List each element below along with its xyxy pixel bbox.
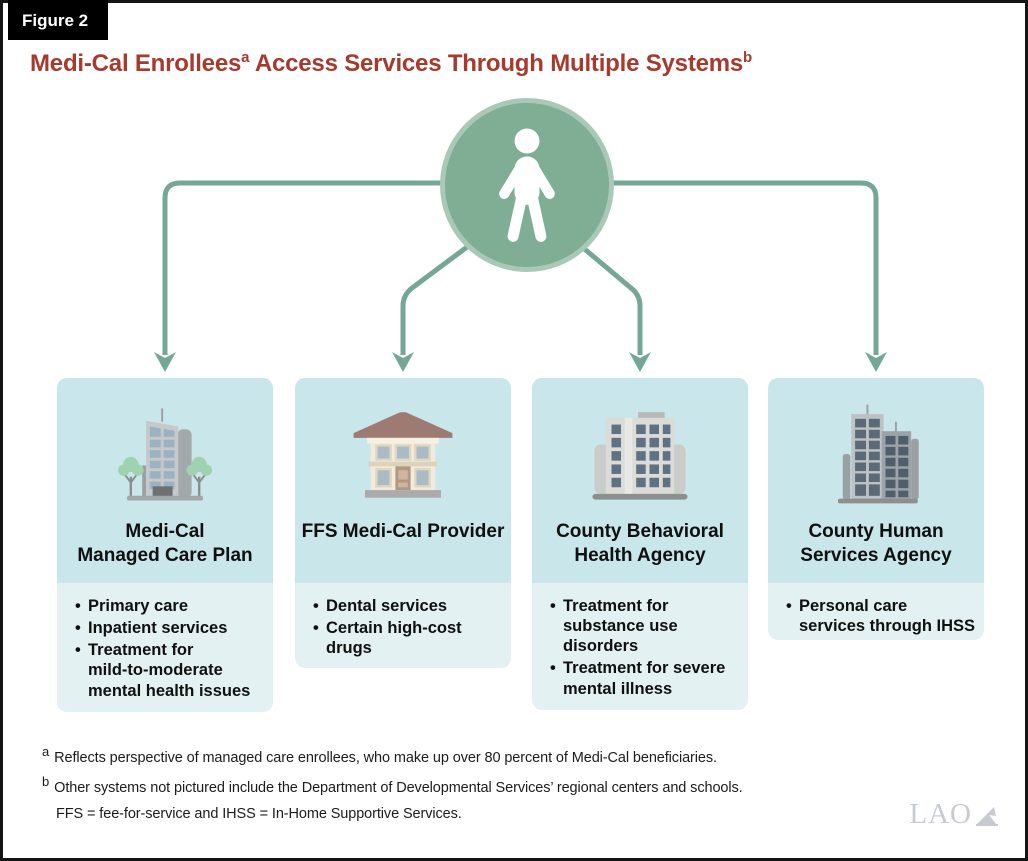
service-item: Certain high-cost drugs: [313, 618, 503, 658]
civic-building-icon: [353, 412, 453, 498]
twin-towers-icon: [838, 404, 919, 504]
system-title: County Behavioral Health Agency: [556, 521, 724, 566]
system-card-ffs-provider: FFS Medi-Cal Provider Dental services Ce…: [295, 378, 511, 668]
footnote-b: b Other systems not pictured include the …: [42, 774, 743, 796]
service-item: Treatment for substance use disorders: [550, 596, 740, 656]
abbreviations-note: FFS = fee-for-service and IHSS = In-Home…: [56, 806, 462, 822]
icon-box: [532, 392, 748, 508]
figure-title: Medi-Cal Enrolleesa Access Services Thro…: [30, 49, 752, 78]
title-part-1: Medi-Cal Enrollees: [30, 50, 242, 77]
system-title: Medi-Cal Managed Care Plan: [77, 521, 253, 566]
system-card-human-services: County Human Services Agency Personal ca…: [768, 378, 984, 640]
card-header: Medi-Cal Managed Care Plan: [57, 378, 273, 583]
service-item: Primary care: [75, 596, 265, 616]
system-card-behavioral-health: County Behavioral Health Agency Treatmen…: [532, 378, 748, 710]
service-item: Personal care services through IHSS: [786, 596, 976, 636]
figure-label-text: Figure 2: [22, 11, 89, 30]
enrollee-circle: [440, 98, 614, 272]
service-list: Treatment for substance use disorders Tr…: [532, 583, 748, 710]
system-title: FFS Medi-Cal Provider: [301, 521, 505, 542]
system-title: County Human Services Agency: [800, 521, 952, 566]
service-list: Primary care Inpatient services Treatmen…: [57, 583, 273, 712]
footnote-a: a Reflects perspective of managed care en…: [42, 744, 717, 766]
service-item: Treatment for mild-to-moderate mental he…: [75, 640, 265, 700]
person-icon: [499, 128, 555, 242]
card-header: FFS Medi-Cal Provider: [295, 378, 511, 583]
icon-box: [768, 392, 984, 508]
service-list: Personal care services through IHSS: [768, 583, 984, 640]
title-part-2: Access Services Through Multiple Systems: [249, 50, 744, 77]
icon-box: [57, 392, 273, 508]
office-tower-icon: [117, 408, 213, 501]
footnote-text: Other systems not pictured include the D…: [54, 779, 743, 796]
card-header: County Behavioral Health Agency: [532, 378, 748, 583]
card-header: County Human Services Agency: [768, 378, 984, 583]
lao-logo-text: LAO: [909, 798, 972, 830]
service-item: Dental services: [313, 596, 503, 616]
footnote-text: Reflects perspective of managed care enr…: [54, 749, 717, 766]
title-superscript-a: a: [241, 49, 250, 66]
footnote-marker: b: [42, 774, 50, 789]
figure-label: Figure 2: [8, 0, 109, 40]
footnote-marker: a: [42, 744, 50, 759]
lao-logo: LAO: [909, 800, 1000, 829]
service-item: Inpatient services: [75, 618, 265, 638]
title-superscript-b: b: [743, 49, 753, 66]
service-item: Treatment for severe mental illness: [550, 658, 740, 698]
icon-box: [295, 392, 511, 508]
system-card-managed-care-plan: Medi-Cal Managed Care Plan Primary care …: [57, 378, 273, 712]
lao-logo-mark: [976, 807, 998, 826]
agency-building-icon: [592, 412, 688, 500]
service-list: Dental services Certain high-cost drugs: [295, 583, 511, 668]
